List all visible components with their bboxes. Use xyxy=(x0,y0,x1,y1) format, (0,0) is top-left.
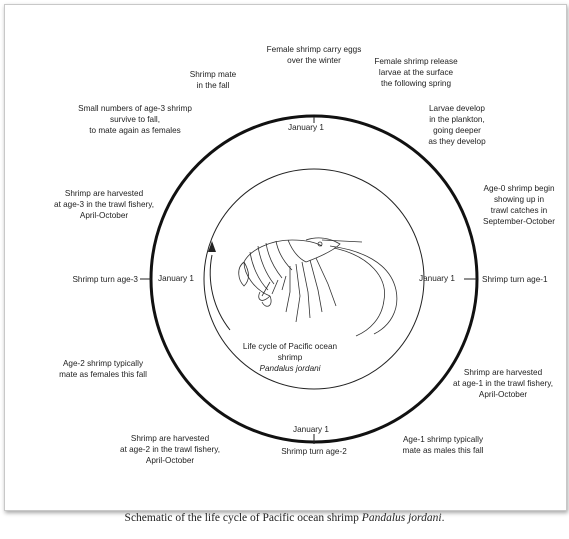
january-label-left: January 1 xyxy=(158,274,194,283)
figure-caption: Schematic of the life cycle of Pacific o… xyxy=(0,512,569,524)
cycle-direction-arrow xyxy=(209,254,231,331)
center-title-text: Life cycle of Pacific ocean shrimp xyxy=(242,342,338,362)
event-shrimp-mate: Shrimp mate in the fall xyxy=(189,70,237,90)
center-title: Life cycle of Pacific ocean shrimp Panda… xyxy=(230,341,350,374)
january-label-right: January 1 xyxy=(419,274,455,283)
inner-cycle-circle xyxy=(203,168,425,390)
center-species-name: Pandalus jordani xyxy=(259,364,321,373)
event-harvest-age1: Shrimp are harvested at age-1 in the tra… xyxy=(453,368,553,399)
caption-suffix: . xyxy=(441,512,445,524)
event-turn-age1: Shrimp turn age-1 xyxy=(482,275,548,284)
figure-frame xyxy=(4,4,567,511)
event-turn-age2: Shrimp turn age-2 xyxy=(281,447,347,456)
january-label-top: January 1 xyxy=(288,123,324,132)
event-female-release-larvae: Female shrimp release larvae at the surf… xyxy=(374,57,458,88)
event-age0-trawl: Age-0 shrimp begin showing up in trawl c… xyxy=(483,184,555,226)
event-harvest-age2: Shrimp are harvested at age-2 in the tra… xyxy=(120,434,220,465)
arrow-head-icon xyxy=(208,241,216,252)
event-age3-survive: Small numbers of age-3 shrimp survive to… xyxy=(78,104,192,135)
event-larvae-develop: Larvae develop in the plankton, going de… xyxy=(428,104,486,146)
event-female-carry-eggs: Female shrimp carry eggs over the winter xyxy=(266,45,362,65)
event-age1-males: Age-1 shrimp typically mate as males thi… xyxy=(402,435,484,455)
january-label-bottom: January 1 xyxy=(293,425,329,434)
caption-species: Pandalus jordani xyxy=(361,512,442,524)
event-harvest-age3: Shrimp are harvested at age-3 in the tra… xyxy=(54,189,154,220)
event-age2-females: Age-2 shrimp typically mate as females t… xyxy=(59,359,147,379)
event-turn-age3: Shrimp turn age-3 xyxy=(72,275,138,284)
caption-prefix: Schematic of the life cycle of Pacific o… xyxy=(124,512,362,524)
shrimp-illustration xyxy=(238,237,398,337)
